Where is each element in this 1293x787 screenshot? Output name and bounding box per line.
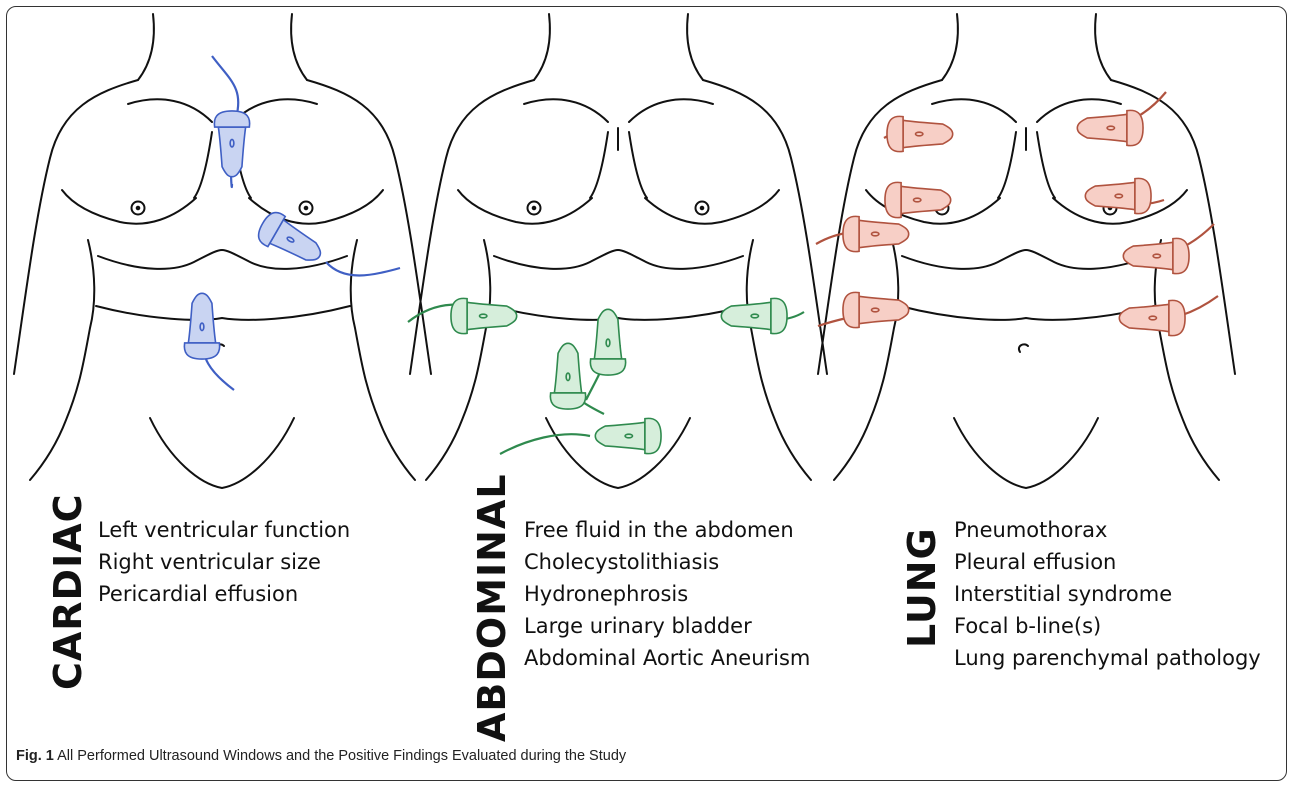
finding-item: Pleural effusion (954, 546, 1261, 578)
finding-item: Abdominal Aortic Aneurism (524, 642, 810, 674)
lung-title: LUNG (900, 527, 944, 648)
cardiac-torso (14, 14, 431, 488)
lung-probe-icon (885, 182, 951, 217)
finding-item: Hydronephrosis (524, 578, 810, 610)
lung-probe-icon (843, 216, 909, 251)
lung-probes (816, 92, 1218, 336)
abdominal-torso (408, 14, 827, 488)
figure-caption: Fig. 1 All Performed Ultrasound Windows … (16, 748, 626, 764)
finding-item: Pericardial effusion (98, 578, 350, 610)
abdominal-probe-cable (500, 434, 590, 454)
finding-item: Large urinary bladder (524, 610, 810, 642)
abdominal-title: ABDOMINAL (470, 473, 514, 742)
abdominal-probe-icon (721, 298, 787, 333)
caption-label: Fig. 1 (16, 748, 54, 764)
lung-probe-icon (1085, 178, 1151, 213)
caption-text: All Performed Ultrasound Windows and the… (57, 748, 626, 764)
abdominal-probe-icon (550, 343, 585, 409)
finding-item: Interstitial syndrome (954, 578, 1261, 610)
finding-item: Focal b-line(s) (954, 610, 1261, 642)
finding-item: Left ventricular function (98, 514, 350, 546)
lung-probe-icon (887, 116, 953, 151)
cardiac-probe-cable (326, 262, 400, 276)
finding-item: Lung parenchymal pathology (954, 642, 1261, 674)
finding-item: Pneumothorax (954, 514, 1261, 546)
lung-findings: Pneumothorax Pleural effusion Interstiti… (954, 514, 1261, 674)
lung-torso (816, 14, 1235, 488)
lung-probe-icon (1077, 110, 1143, 145)
cardiac-title: CARDIAC (46, 493, 90, 690)
finding-item: Right ventricular size (98, 546, 350, 578)
finding-item: Cholecystolithiasis (524, 546, 810, 578)
cardiac-probe-icon (254, 208, 329, 271)
lung-probe-icon (1119, 300, 1185, 335)
cardiac-probe-icon (214, 111, 249, 177)
abdominal-probe-icon (595, 418, 661, 453)
cardiac-probe-icon (184, 293, 219, 359)
lung-probe-icon (1123, 238, 1189, 273)
abdominal-probe-icon (451, 298, 517, 333)
abdominal-findings: Free fluid in the abdomen Cholecystolith… (524, 514, 810, 674)
cardiac-findings: Left ventricular function Right ventricu… (98, 514, 350, 610)
finding-item: Free fluid in the abdomen (524, 514, 810, 546)
abdominal-probes (408, 298, 804, 454)
